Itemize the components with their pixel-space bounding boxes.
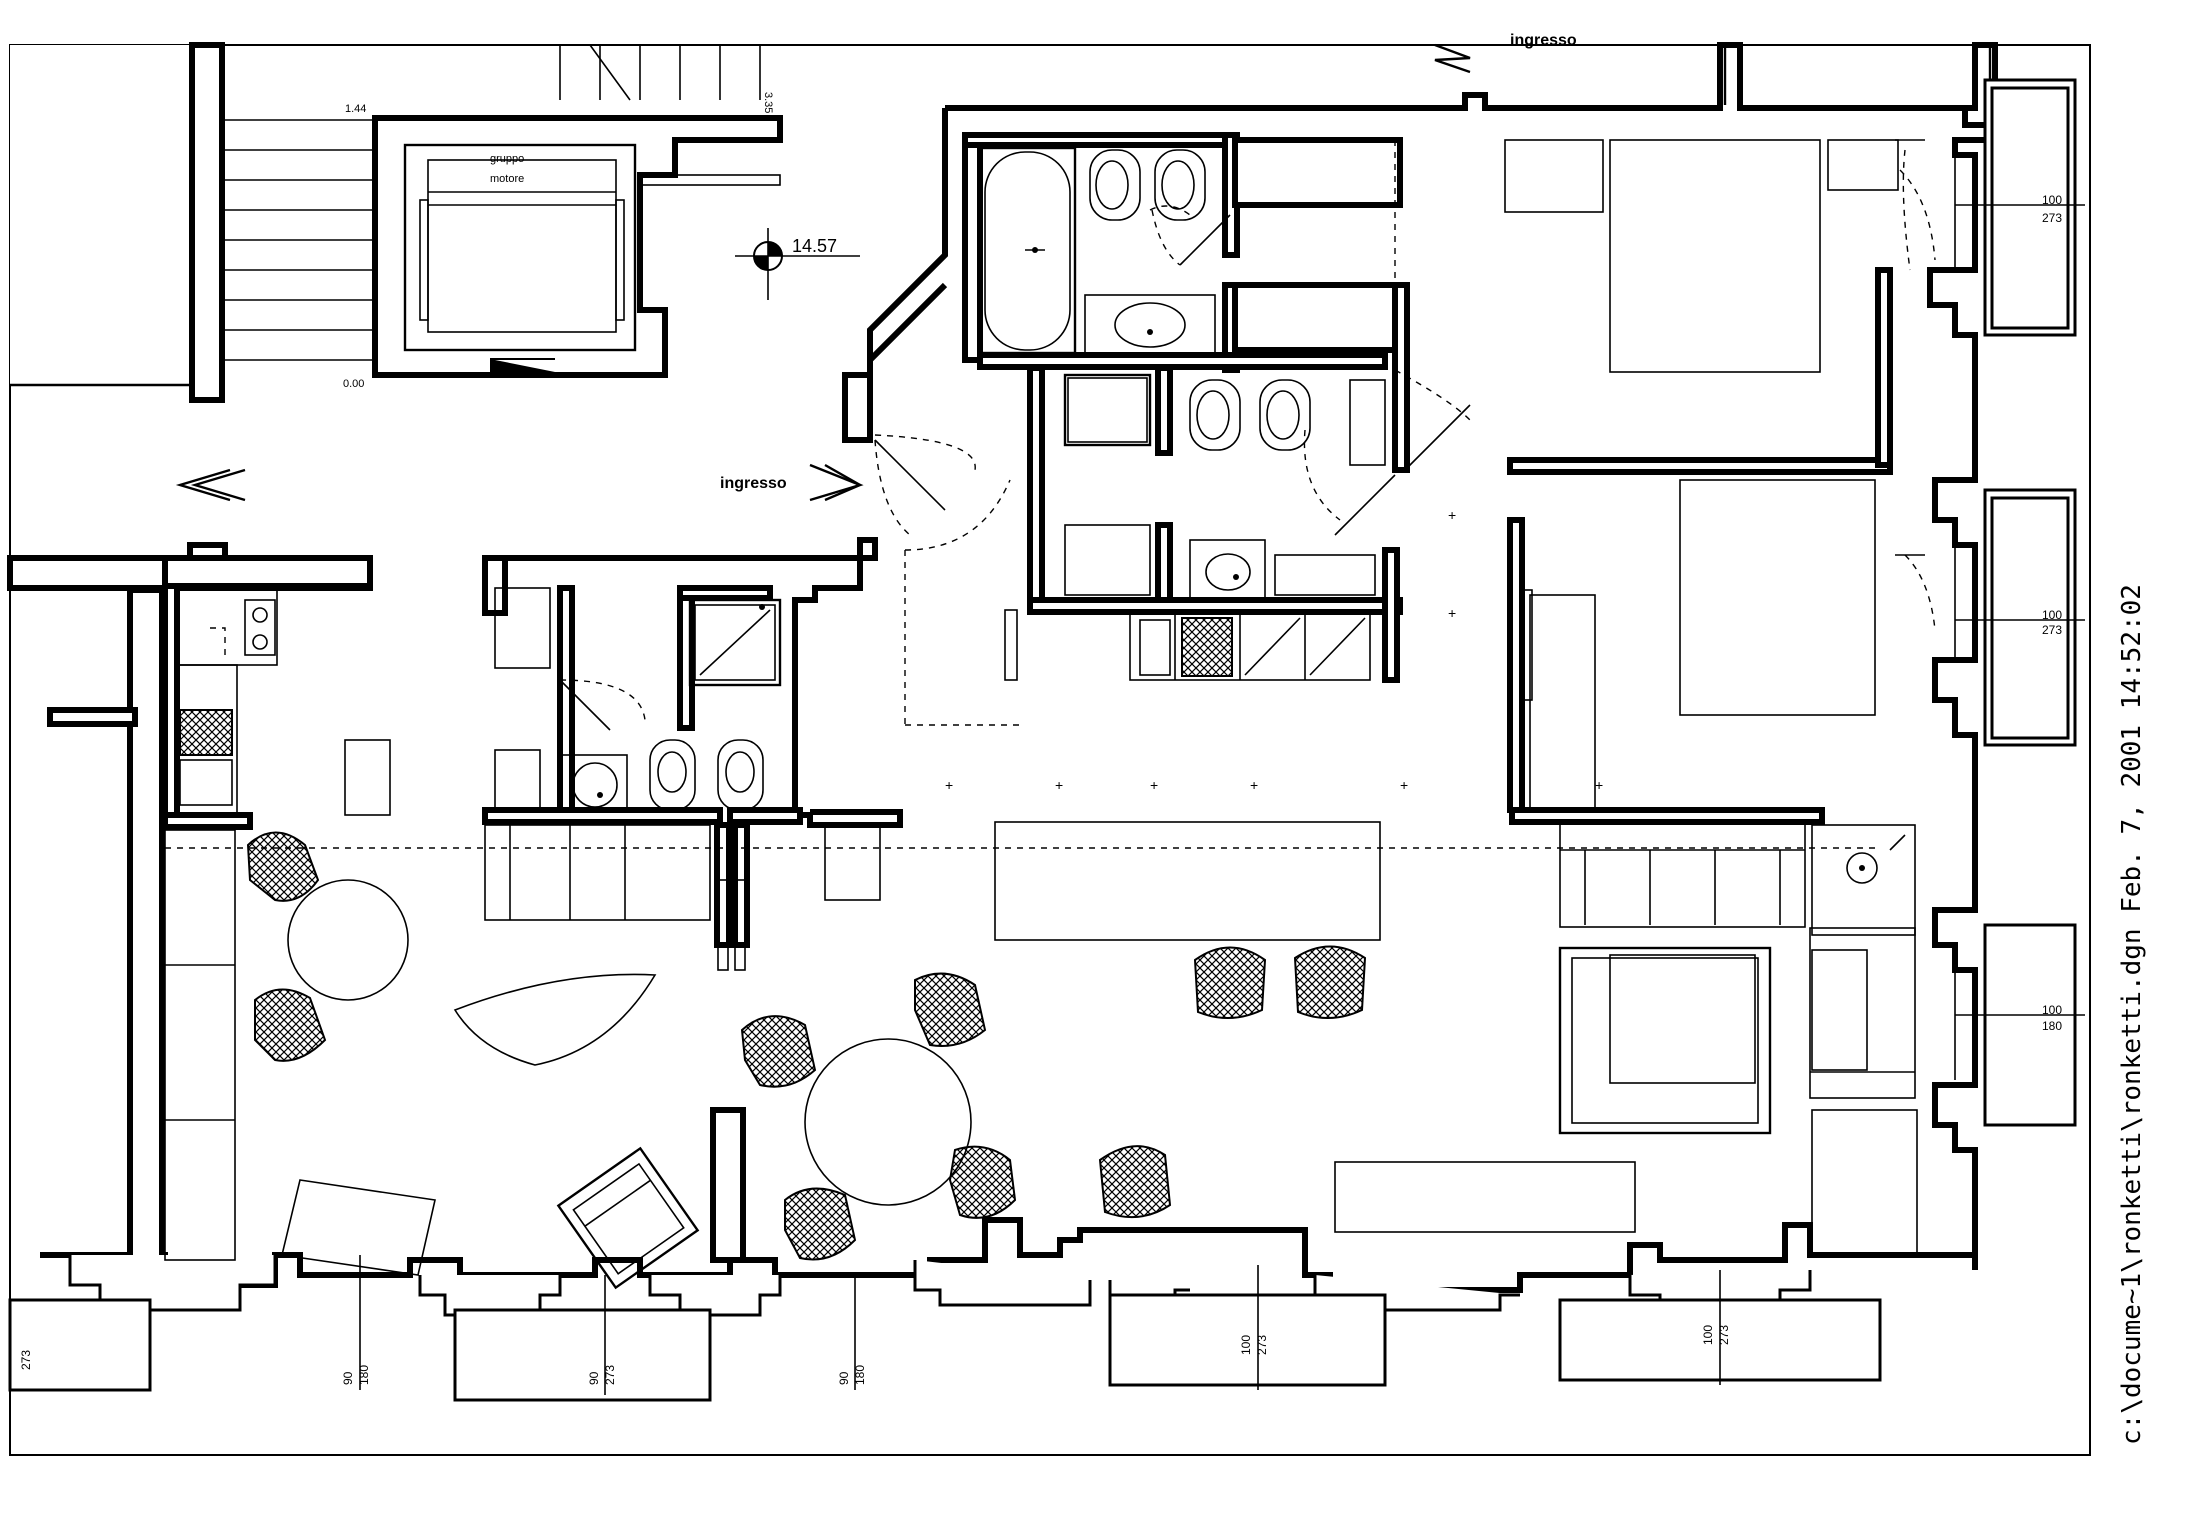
svg-text:100: 100 <box>2042 193 2062 207</box>
svg-text:+: + <box>1595 777 1603 793</box>
svg-text:90: 90 <box>341 1371 355 1385</box>
svg-text:273: 273 <box>603 1365 617 1385</box>
interior-walls <box>162 108 1893 1263</box>
rug-sofa <box>1558 946 1772 1135</box>
svg-text:180: 180 <box>853 1365 867 1385</box>
entrance-hall-label: ingresso <box>720 475 787 492</box>
grid-markers: + + + + + + + + <box>945 507 1603 793</box>
left-wall-cabinets <box>164 829 236 1261</box>
svg-text:100: 100 <box>1239 1335 1253 1355</box>
coffee-table <box>453 973 657 1066</box>
right-sofa <box>1809 927 1916 1099</box>
svg-text:273: 273 <box>1717 1325 1731 1345</box>
right-window-dims: 100 273 100 273 100 180 <box>2042 193 2062 1033</box>
right-windows <box>1954 78 2085 1127</box>
svg-text:273: 273 <box>1255 1335 1269 1355</box>
entrance-top-label: ingresso <box>1510 32 1577 49</box>
file-stamp: c:\docume~1\ronketti\ronketti.dgn Feb. 7… <box>2117 584 2147 1445</box>
central-dining-table <box>740 972 1017 1261</box>
svg-text:+: + <box>1250 777 1258 793</box>
sheet-frame <box>9 44 2091 1456</box>
elevation-marker <box>735 228 860 300</box>
elevation-value: 14.57 <box>792 236 837 256</box>
bottom-windows <box>8 1255 1882 1402</box>
svg-text:+: + <box>1448 605 1456 621</box>
svg-text:180: 180 <box>357 1365 371 1385</box>
column-lines <box>717 879 746 971</box>
exit-arrow <box>175 468 246 502</box>
entrance-hall-doors <box>874 434 1020 726</box>
svg-text:273: 273 <box>2042 623 2062 637</box>
entrance-top-arrow <box>1434 43 1471 74</box>
svg-text:100: 100 <box>2042 1003 2062 1017</box>
right-shelving <box>1559 821 1806 928</box>
left-dining-table <box>246 831 409 1062</box>
svg-text:90: 90 <box>837 1371 851 1385</box>
bedroom-lower <box>1519 479 1936 811</box>
svg-text:180: 180 <box>2042 1019 2062 1033</box>
lounge-chairs <box>1098 945 1367 1219</box>
svg-text:+: + <box>945 777 953 793</box>
exterior-walls <box>7 42 1998 1293</box>
central-storage <box>484 824 881 921</box>
svg-text:+: + <box>1400 777 1408 793</box>
kitchen-island <box>994 821 1381 941</box>
entrance-hall-arrow <box>809 463 864 502</box>
middle-bathroom <box>1063 369 1471 599</box>
svg-text:100: 100 <box>2042 608 2062 622</box>
armchair <box>556 1146 700 1290</box>
level-side-label: 3.35 <box>762 92 774 113</box>
low-table <box>281 1179 436 1276</box>
svg-text:+: + <box>1448 507 1456 523</box>
central-bathroom <box>494 587 782 811</box>
level-upper-label: 1.44 <box>345 103 366 115</box>
upper-bathroom <box>978 146 1231 356</box>
kitchen-strip <box>1004 609 1371 681</box>
svg-text:273: 273 <box>2042 211 2062 225</box>
svg-text:+: + <box>1150 777 1158 793</box>
right-sink <box>1811 824 1916 936</box>
staircase <box>10 42 761 403</box>
svg-text:273: 273 <box>19 1350 33 1370</box>
left-kitchen <box>176 589 391 816</box>
motor-group-label-2: motore <box>490 173 524 185</box>
bench <box>1334 1161 1636 1233</box>
bedroom-upper <box>1394 139 1936 373</box>
svg-text:90: 90 <box>587 1371 601 1385</box>
motor-group-label-1: gruppo <box>490 153 524 165</box>
right-cabinet <box>1811 1109 1918 1256</box>
svg-text:+: + <box>1055 777 1063 793</box>
svg-text:100: 100 <box>1701 1325 1715 1345</box>
bottom-window-dims: 273 90 180 90 273 90 180 100 273 100 273 <box>19 1325 1731 1385</box>
elevator-shaft <box>372 115 783 378</box>
level-lower-label: 0.00 <box>343 378 364 390</box>
